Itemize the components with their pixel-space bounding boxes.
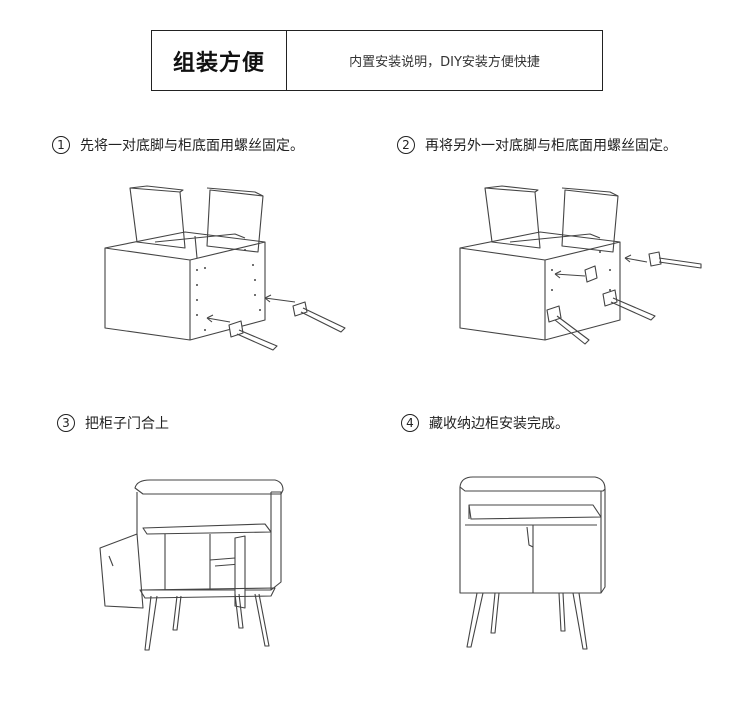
step-2-text: 再将另外一对底脚与柜底面用螺丝固定。 <box>425 138 677 154</box>
header-box: 组装方便 内置安装说明，DIY安装方便快捷 <box>151 30 603 91</box>
step-3-text: 把柜子门合上 <box>85 416 169 432</box>
header-title: 组装方便 <box>152 31 287 90</box>
step-1-text: 先将一对底脚与柜底面用螺丝固定。 <box>80 138 304 154</box>
step-4-illustration <box>455 475 615 655</box>
step-3-number: 3 <box>57 414 75 432</box>
step-4-caption: 4 藏收纳边柜安装完成。 <box>401 413 569 433</box>
step-1-caption: 1 先将一对底脚与柜底面用螺丝固定。 <box>52 135 304 155</box>
step-3-illustration <box>95 478 295 663</box>
step-2-number: 2 <box>397 136 415 154</box>
step-3-caption: 3 把柜子门合上 <box>57 413 169 433</box>
step-2-caption: 2 再将另外一对底脚与柜底面用螺丝固定。 <box>397 135 677 155</box>
step-2-illustration <box>455 180 715 355</box>
step-4-text: 藏收纳边柜安装完成。 <box>429 416 569 432</box>
step-4-number: 4 <box>401 414 419 432</box>
header-description: 内置安装说明，DIY安装方便快捷 <box>349 55 540 70</box>
step-1-illustration <box>95 180 355 355</box>
step-1-number: 1 <box>52 136 70 154</box>
